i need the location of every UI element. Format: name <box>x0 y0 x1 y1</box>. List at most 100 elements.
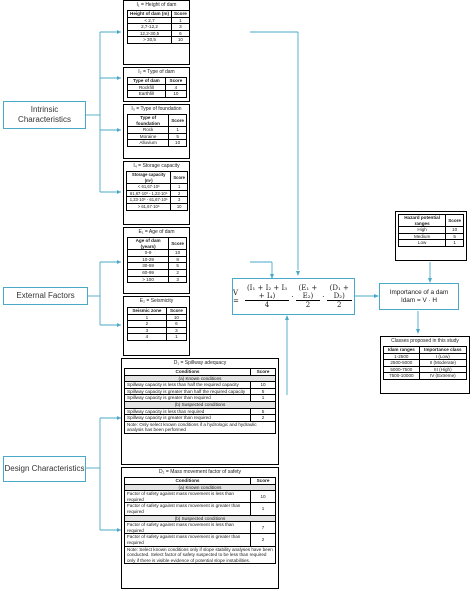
table-cell: Factor of safety against mass movement i… <box>124 490 251 504</box>
table-cell: 2 <box>127 320 167 328</box>
table-cell: 6 <box>171 29 190 38</box>
table-cell: 3 <box>171 23 190 31</box>
section-label: (b) Suspected conditions <box>124 400 276 409</box>
table-cell: > 100 <box>126 275 170 284</box>
classes-title: Classes proposed in this study <box>391 338 459 344</box>
table-cell: 2 <box>250 414 276 422</box>
table-cell: 1 <box>165 333 188 341</box>
section-label: (a) Known conditions <box>124 483 276 492</box>
table-cell: High <box>397 226 447 234</box>
table-header: Type of dam <box>127 77 166 85</box>
formula-design-numerator: (D₁ + D₂) <box>326 284 352 301</box>
table-header: Idam ranges <box>383 346 420 354</box>
table-cell: 10 <box>171 36 190 44</box>
table-cell: Spillway capacity is less than half the … <box>124 381 251 389</box>
table-cell: 1 <box>168 126 187 134</box>
table-cell: 2,7-12,2 <box>126 23 173 31</box>
type-of-foundation-panel: I₃ = Type of foundation Type of foundati… <box>123 104 190 159</box>
table-cell: 2 <box>250 533 276 547</box>
table-header: Score <box>168 236 187 251</box>
table-cell: 12,2-30,5 <box>126 29 173 38</box>
table-header: Storage capacity (m³) <box>125 170 172 185</box>
formula-design-denominator: 2 <box>337 301 342 309</box>
table-header: Score <box>170 170 188 185</box>
table-cell: 30-59 <box>126 262 170 270</box>
table-header: Score <box>445 213 464 228</box>
table-cell: 10 <box>250 490 276 504</box>
table-cell: 1,23·10⁶ - 61,67·10⁶ <box>125 196 172 204</box>
table-header: Conditions <box>124 477 251 485</box>
table-cell: 3 <box>165 326 188 335</box>
storage-capacity-panel: I₄ = Storage capacity Storage capacity (… <box>123 161 190 225</box>
formula-dot: · <box>322 292 325 301</box>
table-header: Score <box>164 77 188 85</box>
table-cell: 10 <box>445 226 464 234</box>
height-of-dam-title: I₁ = Height of dam <box>136 2 177 8</box>
table-cell: 1 <box>127 313 167 322</box>
table-cell: 1-2500 <box>383 352 420 361</box>
table-cell: 10 <box>165 313 188 322</box>
type-of-foundation-title: I₃ = Type of foundation <box>131 106 182 112</box>
table-cell: Moraine <box>126 132 170 141</box>
mass-movement-title: D₂ = Mass movement factor of safety <box>158 469 242 475</box>
table-cell: 10 <box>170 202 188 211</box>
age-of-dam-panel: E₁ = Age of dam Age of dam (years)Score … <box>123 227 190 294</box>
formula-design-fraction: (D₁ + D₂) 2 <box>326 284 352 309</box>
table-cell: 5 <box>168 262 187 270</box>
age-of-dam-title: E₁ = Age of dam <box>138 229 175 235</box>
table-header: Seismic zone <box>127 307 167 315</box>
storage-capacity-title: I₄ = Storage capacity <box>133 163 180 169</box>
table-header: Importance class <box>418 346 468 354</box>
table-cell: Factor of safety against mass movement i… <box>124 521 251 535</box>
table-cell: 5 <box>445 232 464 241</box>
table-cell: 10-29 <box>126 255 170 264</box>
table-header: Conditions <box>124 368 251 376</box>
table-cell: 1 <box>170 183 188 191</box>
table-cell: II (Moderate) <box>418 359 468 367</box>
table-header: Score <box>250 368 276 376</box>
table-cell: 60-99 <box>126 268 170 277</box>
table-cell: I (Low) <box>418 352 468 361</box>
mass-movement-panel: D₂ = Mass movement factor of safety Cond… <box>121 467 279 589</box>
table-cell: 3 <box>170 196 188 204</box>
table-header: Age of dam (years) <box>126 236 170 251</box>
formula-intrinsic-denominator: 4 <box>264 301 270 309</box>
table-cell: Medium <box>397 232 447 241</box>
table-cell: 10 <box>250 381 276 389</box>
table-header: Height of dam (m) <box>126 10 173 18</box>
table-cell: 7 <box>250 521 276 535</box>
table-cell: 7500-10000 <box>383 372 420 380</box>
importance-label: Importance of a dam <box>389 288 449 296</box>
table-cell: 8 <box>168 255 187 264</box>
table-cell: Low <box>397 239 447 247</box>
table-header: Score <box>250 477 276 485</box>
formula-dot: · <box>291 292 294 301</box>
table-cell: 5 <box>168 132 187 141</box>
table-cell: Spillway capacity is greater than requir… <box>124 394 251 402</box>
table-cell: > 61,67·10⁶ <box>125 202 172 211</box>
classes-panel: Classes proposed in this study Idam rang… <box>380 336 470 394</box>
table-cell: 61,67·10³ - 1,23·10⁶ <box>125 189 172 198</box>
section-label: (b) Suspected conditions <box>124 514 276 523</box>
importance-of-dam-box: Importance of a dam Idam = V · H <box>379 283 459 310</box>
category-intrinsic: Intrinsic Characteristics <box>3 101 86 129</box>
category-external: External Factors <box>3 287 88 305</box>
table-cell: 1 <box>445 239 464 247</box>
table-cell: Rock <box>126 126 170 134</box>
seismicity-title: E₂ = Seismicity <box>139 298 174 304</box>
type-of-dam-title: I₂ = Type of dam <box>138 69 175 75</box>
table-cell: III (High) <box>418 365 468 374</box>
table-cell: > 30,5 <box>126 36 173 44</box>
formula-intrinsic-numerator: (I₁ + I₂ + I₃ + I₄) <box>244 284 290 301</box>
table-cell: IV (Extreme) <box>418 372 468 380</box>
formula-external-denominator: 2 <box>305 301 311 309</box>
